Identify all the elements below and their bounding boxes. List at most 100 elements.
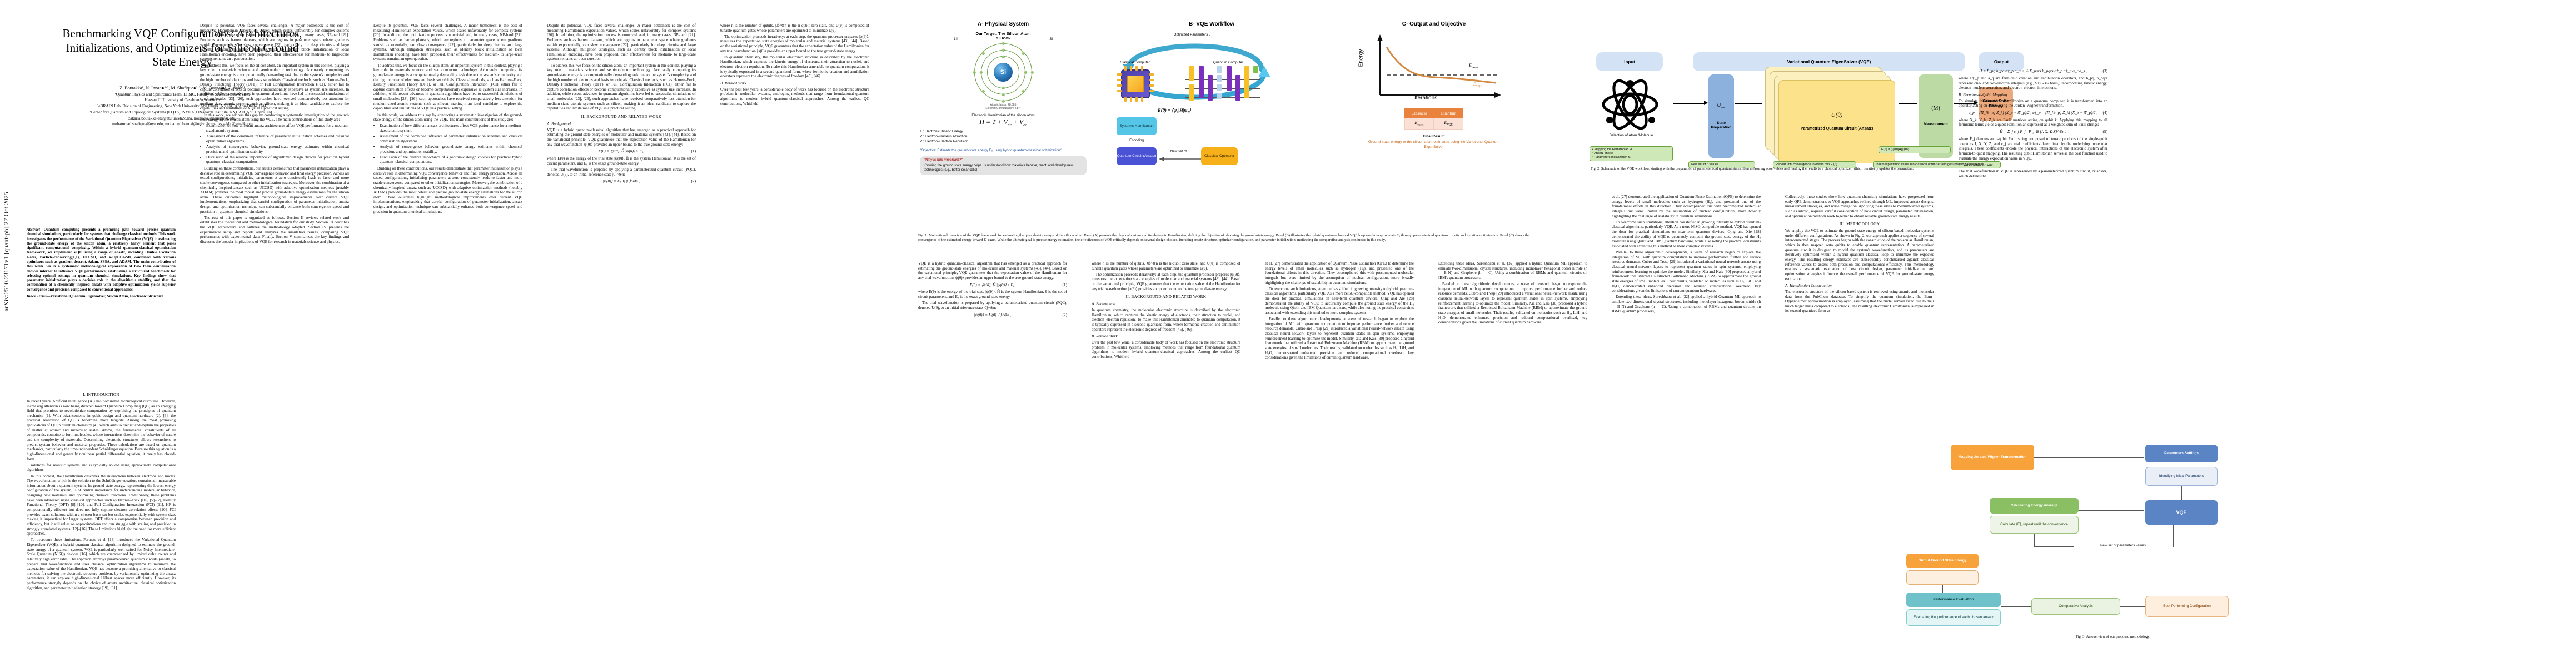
c1-p1: In recent years, Artificial Intelligence… <box>27 399 176 461</box>
fig2-ansatz-card: U(θ) Parametrized Quantum Circuit (Ansat… <box>1778 80 1895 163</box>
fig2-arrow-3 <box>1899 103 1917 104</box>
c5-p4: where n is the number of qubits, |0⟩^⊗n … <box>1092 261 1240 271</box>
fig3-connector-8 <box>2120 606 2145 607</box>
plot-ylabel: Energy <box>1358 49 1364 67</box>
equation-5: Ĥ = Σ_j c_j P̂_j , P̂_j ∈ {I, X, Y, Z}^⊗… <box>1959 129 2107 135</box>
fig2-meas-symbol: ⟨M⟩ <box>1931 105 1941 112</box>
ham-eq-sub-ne: ne <box>1008 122 1012 127</box>
fig2-tag-new-theta: New set of θ values <box>1688 161 1755 168</box>
email-line-1[interactable]: zakaria.boutakka-etu@etu.univh2c.ma, nou… <box>128 115 236 121</box>
silicon-atom-card: 14 SILICON Si Si <box>950 37 1056 110</box>
index-terms-text: —Variational Quantum Eigensolver, Silico… <box>46 294 163 298</box>
affiliation-3: ³Center for Quantum and Topological Syst… <box>89 109 275 115</box>
contribution-item: Analysis of convergence behavior, ground… <box>206 145 349 154</box>
c4-p3: The trial wavefunction is prepared by ap… <box>918 301 1067 310</box>
c10-after3: where a†_p and a_q are fermionic creatio… <box>1959 76 2107 91</box>
fig3-box-calc-detail: Calculate ⟨E⟩, repeat until the converge… <box>1990 516 2079 534</box>
c2-p1: Despite its potential, VQE faces several… <box>200 23 349 62</box>
equation-1-body: E(θ) = ⟨ψ(θ)| Ĥ |ψ(θ)⟩ ≥ E₀, <box>598 148 645 154</box>
final-result-body: Ground-state energy of the silicon atom … <box>1368 140 1499 149</box>
c8-p3: Parallel to these algorithmic developmen… <box>1612 250 1761 293</box>
fig2-arrowhead-1 <box>1704 101 1708 105</box>
paper-title: Benchmarking VQE Configurations: Archite… <box>27 27 338 69</box>
figure-3-caption: Fig. 3: An overview of our proposed meth… <box>2076 635 2150 639</box>
convergence-plot: Energy Iterations Eexact EVQE <box>1358 33 1503 105</box>
contribution-item: Analysis of convergence behavior, ground… <box>380 145 522 154</box>
subsection-related: B. Related Work <box>720 81 746 86</box>
fig2-measurement-box: ⟨M⟩ Measurement <box>1919 74 1953 158</box>
equation-2-dup: |ψ(θ)⟩ = U(θ) |0⟩^⊗n , (2) <box>918 312 1067 318</box>
column-6: et al. [27] demonstrated the application… <box>1265 261 1414 361</box>
author-block: Z. Boutakka¹, N. Innan●²·³, M. Shafique●… <box>27 85 338 127</box>
fig2-pill-output: Output <box>1979 52 2024 71</box>
fig3-box-performance: Performance Evaluation <box>1906 593 2001 607</box>
fig3-box-calc-energy: Calculating Energy Average <box>1990 498 2079 514</box>
subsection-background-2: A. Background <box>1092 302 1115 307</box>
legend-item-Vne: V : Electron–Nucleus Attraction <box>920 135 968 139</box>
authors-line: Z. Boutakka¹, N. Innan●²·³, M. Shafique●… <box>119 85 245 91</box>
fig2-tag-evalE: E(θ) = ⟨ψ(θ)|H|ψ(θ)⟩ <box>1879 146 1951 153</box>
section-heading-intro: I. INTRODUCTION <box>83 392 119 397</box>
c5-p6: In quantum chemistry, the molecular elec… <box>1092 308 1240 332</box>
fig3-connector-9 <box>1942 585 1943 593</box>
figure-1-caption: Fig. 1: Motivational overview of the VQE… <box>918 233 1529 242</box>
fig3-connector-3 <box>2079 510 2144 511</box>
cell-e-vqe: EVQE <box>1433 117 1464 130</box>
equation-2: |ψ(θ)⟩ = U(θ) |0⟩^⊗n , (2) <box>547 178 696 184</box>
c7-p4: Extending these ideas, Sureshbabu et al.… <box>1438 261 1587 280</box>
contribution-item: Discussion of the relative importance of… <box>206 155 349 165</box>
email-line-2[interactable]: muhammad.shafique@nyu.edu, mohamed.benna… <box>112 121 253 127</box>
equation-1-body-dup: E(θ) = ⟨ψ(θ)| Ĥ |ψ(θ)⟩ ≥ E₀, <box>969 282 1016 287</box>
atom-diagram-icon: Si <box>970 42 1036 103</box>
fig2-ansatz-stack: U(θ) Parametrized Quantum Circuit (Ansat… <box>1765 67 1899 163</box>
fig3-box-comparative: Comparative Analysis <box>2031 598 2120 615</box>
c3-p3: The trial wavefunction is prepared by ap… <box>547 167 696 177</box>
new-theta-arrow-icon <box>1159 157 1201 161</box>
fig2-state-prep-box: Uenc State Preparation <box>1708 74 1734 158</box>
fig3-box-output-detail <box>1906 570 1979 585</box>
final-result-heading: Final Result: <box>1423 134 1445 138</box>
fig3-connector-7 <box>2001 606 2031 607</box>
subsection-hamiltonian: A. Hamiltonian Construction <box>1785 283 1832 288</box>
electron-config-line: Electron Configuration: 2,8,4 <box>985 107 1021 110</box>
fig3-box-output: Output Ground State Energy <box>1906 554 1979 568</box>
legend-item-Vee: V : Electron–Electron Repulsion <box>920 140 969 144</box>
c3b-p4: where n is the number of qubits, |0⟩^⊗n … <box>720 23 869 33</box>
c8-p2: To overcome such limitations, attention … <box>1612 220 1761 248</box>
c8-p1: et al. [27] demonstrated the application… <box>1612 195 1761 218</box>
index-terms-label: Index Terms <box>27 294 47 298</box>
section-heading-background: II. BACKGROUND AND RELATED WORK <box>581 114 662 120</box>
column-4: VQE is a hybrid quantum-classical algori… <box>918 261 1067 320</box>
why-important-callout: "Why is this important?" Knowing the gro… <box>920 156 1087 175</box>
panel-a-subtitle: Our Target: The Silicon Atom <box>975 31 1031 36</box>
fig2-arrowhead-4 <box>1974 101 1978 105</box>
final-result-block: Final Result: Ground-state energy of the… <box>1367 135 1501 150</box>
fig3-box-performance-detail: Evaluating the performance of each chose… <box>1906 609 2001 626</box>
fig2-ansatz-symbol: U(θ) <box>1831 112 1843 119</box>
c3-p2: To address this, we focus on the silicon… <box>547 63 696 111</box>
table-header-classical: Classical <box>1404 108 1434 118</box>
column-5: where n is the number of qubits, |0⟩^⊗n … <box>1092 261 1240 361</box>
c2-p3: In this work, we address this gap by con… <box>200 112 349 122</box>
table-header-quantum: Quantum <box>1433 108 1464 118</box>
quantum-circuit-icon <box>1185 66 1260 103</box>
equation-1-dup: E(θ) = ⟨ψ(θ)| Ĥ |ψ(θ)⟩ ≥ E₀, (1) <box>918 282 1067 288</box>
column-3b: where n is the number of qubits, |0⟩^⊗n … <box>720 23 869 108</box>
equation-3-body: Ĥ = Σ_pq h_pq a†_p a_q + ½ Σ_pqrs h_pqrs… <box>1979 68 2087 73</box>
c9-ham: The electronic structure of the silicon-… <box>1785 289 1934 313</box>
fig3-box-best-config: Best Performing Configuration <box>2145 596 2229 617</box>
c10-after4: where X_k, Y_k, Z_k are Pauli matrices a… <box>1959 117 2107 127</box>
figure1-panel-b: B- VQE Workflow Optimized Parameters θ C… <box>1092 21 1331 165</box>
hamiltonian-equation: H = T + Vne + Vee <box>979 118 1027 127</box>
fig2-tag-insert: Insert expectation value into classical … <box>1873 161 2001 168</box>
fig2-atom-caption: Selection of Atom /Molecule <box>1609 133 1653 137</box>
fig2-arrow-2 <box>1735 103 1762 104</box>
classical-optimizer-box: Classical Optimizer <box>1201 147 1238 165</box>
c10-var: The trial wavefunction in VQE is represe… <box>1959 168 2107 178</box>
objective-statement: "Objective: Estimate the ground-state en… <box>920 148 1062 153</box>
subsection-variational-ansatz: C. Variational Ansatz <box>1959 163 1993 168</box>
fig3-connector-5 <box>2034 534 2035 547</box>
c3-intro: Despite its potential, VQE faces several… <box>547 23 696 62</box>
equation-3: Ĥ = Σ_pq h_pq a†_p a_q + ½ Σ_pqrs h_pqrs… <box>1959 68 2107 74</box>
